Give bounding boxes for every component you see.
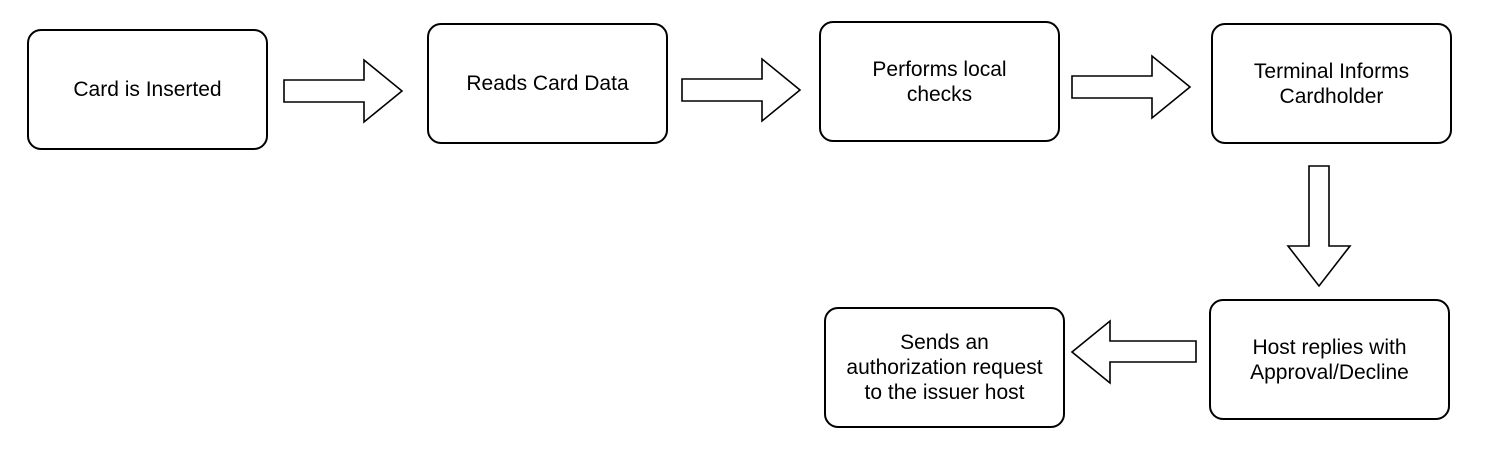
step-reads-card-data: Reads Card Data <box>427 23 668 144</box>
step-label: Performs local checks <box>872 57 1007 106</box>
arrow-card-to-reads <box>283 58 404 124</box>
step-label: Card is Inserted <box>73 78 222 101</box>
arrow-reads-to-checks <box>681 57 802 123</box>
step-host-replies: Host replies with Approval/Decline <box>1209 299 1450 420</box>
arrow-terminal-to-host <box>1286 165 1352 288</box>
arrow-checks-to-terminal <box>1071 54 1192 120</box>
step-label: Reads Card Data <box>466 72 629 95</box>
step-sends-authorization-request: Sends an authorization request to the is… <box>824 307 1065 428</box>
step-label: Sends an authorization request to the is… <box>846 331 1043 404</box>
step-terminal-informs-cardholder: Terminal Informs Cardholder <box>1211 23 1452 144</box>
step-performs-local-checks: Performs local checks <box>819 21 1060 142</box>
arrow-host-to-sends <box>1070 319 1197 385</box>
step-label: Host replies with Approval/Decline <box>1250 335 1409 384</box>
step-label: Terminal Informs Cardholder <box>1253 59 1410 108</box>
step-card-inserted: Card is Inserted <box>27 29 268 150</box>
